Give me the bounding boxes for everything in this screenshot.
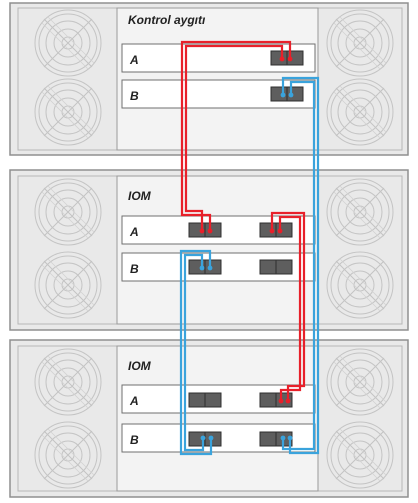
module-label: A [129, 225, 139, 239]
enclosure-controller: Kontrol aygıtı A B [9, 2, 409, 156]
sas-port [188, 392, 222, 408]
enclosure-title: IOM [128, 189, 152, 203]
sas-port [259, 392, 293, 408]
module-label: B [130, 262, 139, 276]
module-label: A [129, 53, 139, 67]
enclosure-title: IOM [128, 359, 152, 373]
cable-blue-controller-to-iom2 [281, 76, 320, 455]
sas-port [270, 86, 304, 102]
connector-dots [199, 56, 294, 441]
cable-red-iom1-to-iom2 [270, 211, 306, 400]
enclosure-title: Kontrol aygıtı [128, 13, 206, 27]
sas-port [188, 259, 222, 275]
center-panel [116, 345, 319, 492]
enclosure-iom-2: IOM A B [9, 339, 409, 498]
module-label: A [129, 394, 139, 408]
center-panel [116, 175, 319, 325]
module-label: B [130, 433, 139, 447]
sas-port [259, 431, 293, 447]
sas-port [259, 222, 293, 238]
module-label: B [130, 89, 139, 103]
sas-port [270, 50, 304, 66]
sas-port [259, 259, 293, 275]
cable-blue-iom1-to-iom2 [179, 249, 213, 456]
sas-port [188, 222, 222, 238]
cable-red-controller-to-iom1 [180, 40, 292, 230]
